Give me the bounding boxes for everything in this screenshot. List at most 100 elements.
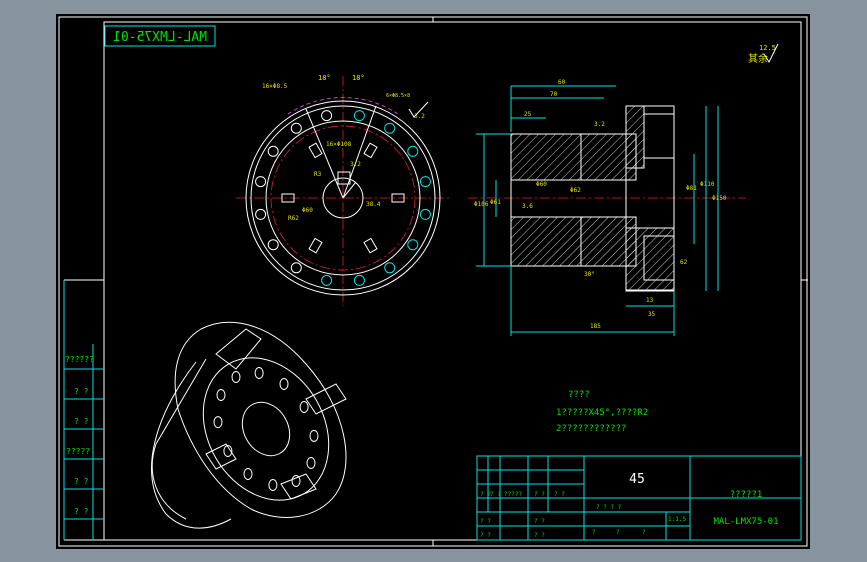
left-row-0: ??????	[65, 355, 94, 364]
dim-inner-dia: Φ61	[490, 199, 501, 206]
dim-chamfer: 30°	[584, 271, 595, 278]
dim-surface: 3.2	[414, 113, 425, 120]
bolt-holes	[255, 110, 431, 286]
iso-hole	[279, 378, 289, 390]
iso-holes	[213, 367, 319, 491]
dim-bore: Φ60	[302, 207, 313, 214]
dim-left-dia: Φ106	[474, 201, 489, 208]
jaw-slots	[281, 142, 405, 254]
drawing-sheet: MAL-LMX75-01 其余 12.5 18° 18° 16×Φ8.5 6×Φ…	[56, 14, 810, 549]
bolt-hole	[321, 274, 333, 286]
bolt-hole	[384, 122, 396, 134]
material-text: 45	[629, 472, 645, 487]
dim-35: 35	[648, 311, 656, 318]
dim-right-dia2: Φ110	[700, 181, 715, 188]
bolt-hole	[419, 208, 431, 220]
dim-thread: 6×Φ8.5×8	[386, 93, 410, 99]
jaw-slot	[308, 142, 323, 159]
bolt-hole	[407, 145, 419, 157]
iso-hole	[213, 416, 223, 429]
left-row-2: ? ?	[74, 417, 89, 426]
notes-line1: 1?????X45°,????R2	[556, 408, 648, 418]
jaw-slot	[363, 142, 378, 159]
bolt-hole	[255, 208, 267, 220]
row-a-1: ? ?	[490, 491, 501, 498]
sheet-label-0: ?	[592, 529, 596, 536]
roughness-symbol: 其余 12.5	[748, 43, 779, 65]
row-a-3: ? ?	[534, 491, 545, 498]
dim-13: 13	[646, 297, 654, 304]
dim-70: 70	[550, 91, 558, 98]
dim-holes: 16×Φ8.5	[262, 83, 288, 90]
row-b-0: ? ?	[480, 518, 491, 525]
dim-pcd: 16×Φ108	[326, 141, 352, 148]
bolt-hole	[267, 239, 279, 251]
sheet-label-1: ?	[616, 529, 620, 536]
iso-hole	[231, 371, 241, 383]
dim-185: 185	[590, 323, 601, 330]
mirrored-code-text: MAL-LMX75-01	[113, 30, 207, 45]
bolt-hole	[353, 274, 365, 286]
dim-25: 25	[524, 111, 532, 118]
dim-small: 3.6	[522, 203, 533, 210]
roughness-value: 12.5	[759, 44, 776, 52]
front-view: 18° 18° 16×Φ8.5 6×Φ8.5×8 3.2 16×Φ108 3.2…	[236, 74, 451, 306]
sheet-label-2: ?	[642, 529, 646, 536]
iso-hole	[254, 367, 264, 379]
dim-33: 3.2	[594, 121, 605, 128]
jaw-slot	[281, 193, 295, 203]
row-a-4: ? ?	[554, 491, 565, 498]
jaw-slot	[363, 237, 378, 254]
technical-notes: ???? 1?????X45°,????R2 2????????????	[556, 390, 648, 434]
row-a-2: ?????	[504, 491, 522, 498]
iso-hole	[291, 475, 301, 487]
row-b-1: ? ?	[534, 518, 545, 525]
iso-hole	[223, 445, 233, 457]
part-name-text: ?????1	[730, 490, 763, 500]
left-row-5: ? ?	[74, 507, 89, 516]
roughness-note: 其余	[748, 52, 768, 65]
dim-total: 60	[558, 79, 566, 86]
mirrored-code-box: MAL-LMX75-01	[104, 25, 216, 47]
isometric-view	[151, 322, 347, 529]
dim-shaft: Φ62	[570, 187, 581, 194]
left-row-3: ?????	[66, 447, 90, 456]
iso-hole	[306, 457, 316, 469]
drawing-code-text: MAL-LMX75-01	[713, 517, 778, 527]
inner-frame	[103, 21, 802, 541]
dim-angle-right: 18°	[352, 74, 365, 82]
outer-frame	[58, 16, 808, 547]
bolt-hole	[255, 176, 267, 188]
dim-r: R3	[314, 171, 322, 178]
row-a-0: ? ?	[480, 491, 491, 498]
iso-hole	[216, 389, 226, 401]
row-c-1: ? ?	[534, 532, 545, 539]
dim-62: 62	[680, 259, 688, 266]
iso-hole	[268, 479, 278, 491]
iso-hole	[243, 468, 253, 480]
section-view: 60 70 25 3.2 Φ106 Φ61 3.6 Φ60 Φ62 Φ81 Φ1…	[468, 79, 746, 336]
cad-drawing: MAL-LMX75-01 其余 12.5 18° 18° 16×Φ8.5 6×Φ…	[58, 16, 808, 547]
iso-hole	[309, 429, 319, 442]
dim-right-dia1: Φ81	[686, 185, 697, 192]
dim-right-dia3: Φ150	[712, 195, 727, 202]
left-table: ?????? ? ? ? ? ????? ? ? ? ?	[63, 280, 104, 540]
dim-bore-s: Φ60	[536, 181, 547, 188]
left-row-1: ? ?	[74, 387, 89, 396]
bolt-hole	[290, 122, 302, 134]
bolt-hole	[407, 239, 419, 251]
bolt-hole	[353, 110, 365, 122]
notes-line2: 2????????????	[556, 424, 626, 434]
dim-chord: 38.4	[366, 201, 381, 208]
dim-angle-left: 18°	[318, 74, 331, 82]
title-block: 45 ?????1 MAL-LMX75-01 1:1.5 ? ? ? ? ? ?…	[476, 455, 802, 541]
bolt-hole	[384, 262, 396, 274]
scale-text: 1:1.5	[668, 516, 686, 523]
bolt-hole	[419, 176, 431, 188]
bolt-hole	[290, 262, 302, 274]
bolt-hole	[267, 145, 279, 157]
dim-r2: R62	[288, 215, 299, 222]
notes-heading: ????	[568, 390, 590, 400]
jaw-slot	[391, 193, 405, 203]
row-c-0: ? ?	[480, 532, 491, 539]
